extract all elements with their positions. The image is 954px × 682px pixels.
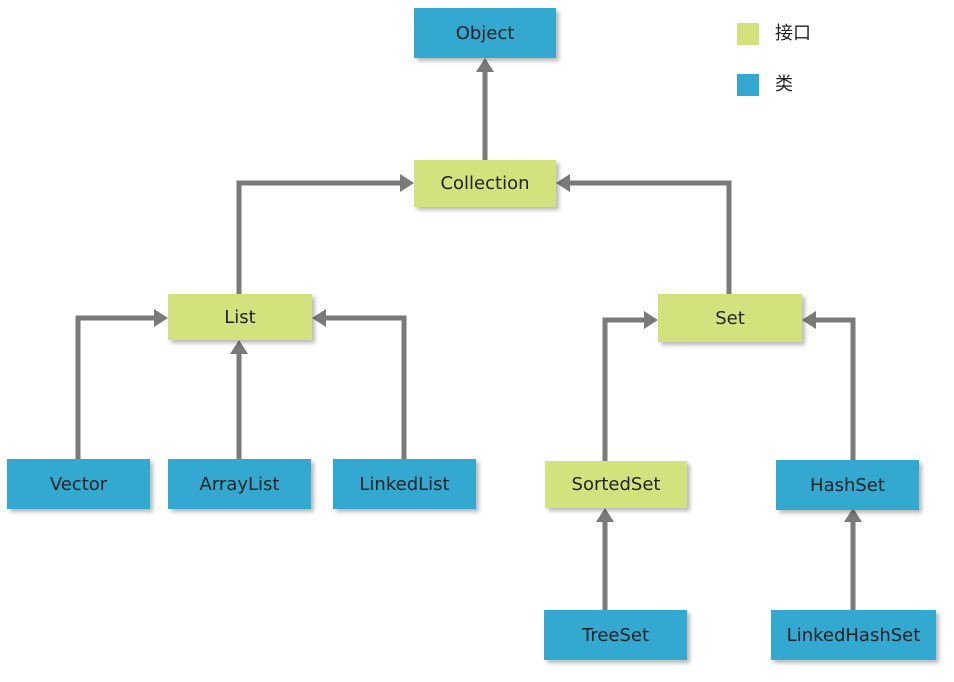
- node-linkedhashset: LinkedHashSet: [771, 610, 936, 660]
- node-list: List: [168, 294, 312, 340]
- arrowhead-collection-left: [400, 174, 414, 192]
- node-treeset: TreeSet: [544, 610, 687, 660]
- arrowhead-list-right: [312, 309, 326, 327]
- node-hashset: HashSet: [776, 460, 919, 510]
- legend-class-label: 类: [775, 74, 793, 95]
- node-linkedlist: LinkedList: [333, 459, 476, 509]
- edge-vector-list: [75, 315, 154, 459]
- arrowhead-sortedset: [596, 508, 614, 522]
- arrowhead-object: [476, 58, 494, 72]
- node-arraylist: ArrayList: [168, 459, 311, 509]
- edge-sortedset-set: [602, 317, 644, 461]
- node-vector: Vector: [7, 459, 150, 509]
- arrowhead-set-left: [644, 311, 658, 329]
- node-collection: Collection: [414, 160, 556, 207]
- edge-hashset-set: [816, 317, 856, 460]
- arrowhead-hashset: [844, 508, 862, 522]
- arrowhead-list-left: [154, 309, 168, 327]
- arrowhead-set-right: [802, 311, 816, 329]
- legend-interface-label: 接口: [775, 23, 811, 44]
- arrowhead-list-bottom: [230, 340, 248, 354]
- edge-list-collection: [236, 180, 400, 294]
- legend-interface-swatch: [737, 23, 759, 45]
- edge-set-collection: [570, 180, 732, 294]
- node-sortedset: SortedSet: [545, 461, 687, 508]
- legend-class-swatch: [737, 74, 759, 96]
- node-object: Object: [414, 8, 556, 58]
- node-set: Set: [658, 294, 802, 342]
- edge-linkedlist-list: [326, 315, 407, 459]
- arrowhead-collection-right: [556, 174, 570, 192]
